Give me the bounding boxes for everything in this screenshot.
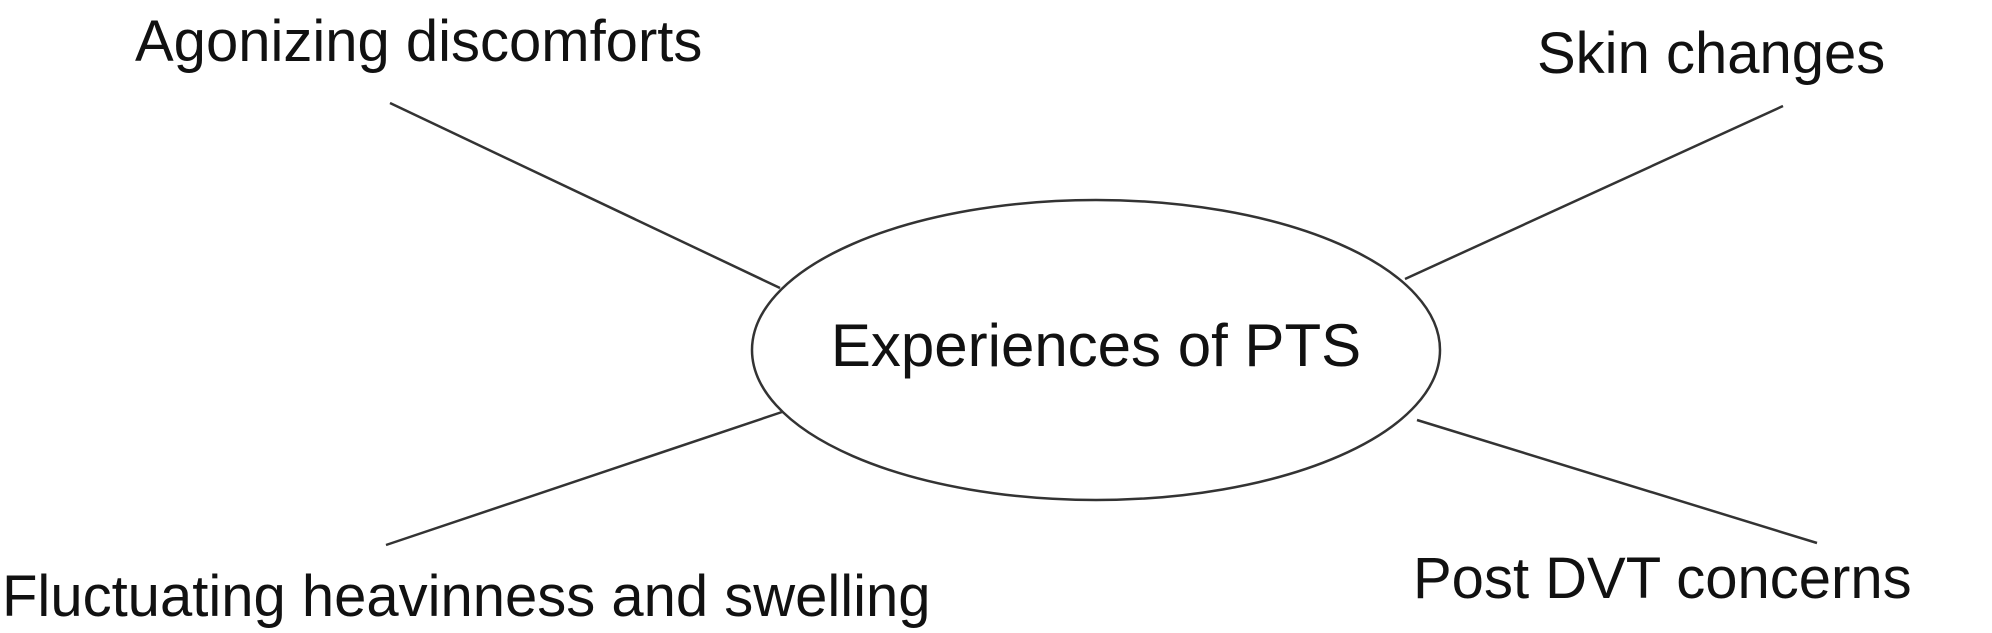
branch-label-post-dvt-concerns: Post DVT concerns (1413, 546, 1912, 611)
connector-bottom-right (1416, 418, 1818, 545)
center-node-label: Experiences of PTS (830, 312, 1362, 379)
connector-bottom-left (385, 410, 783, 547)
branch-label-heaviness-swelling: Fluctuating heavinness and swelling (2, 564, 931, 629)
center-ellipse (750, 198, 1442, 502)
connector-top-right (1404, 104, 1784, 281)
connector-top-left (389, 101, 781, 290)
branch-label-agonizing-discomforts: Agonizing discomforts (135, 9, 703, 74)
branch-label-skin-changes: Skin changes (1537, 21, 1886, 86)
